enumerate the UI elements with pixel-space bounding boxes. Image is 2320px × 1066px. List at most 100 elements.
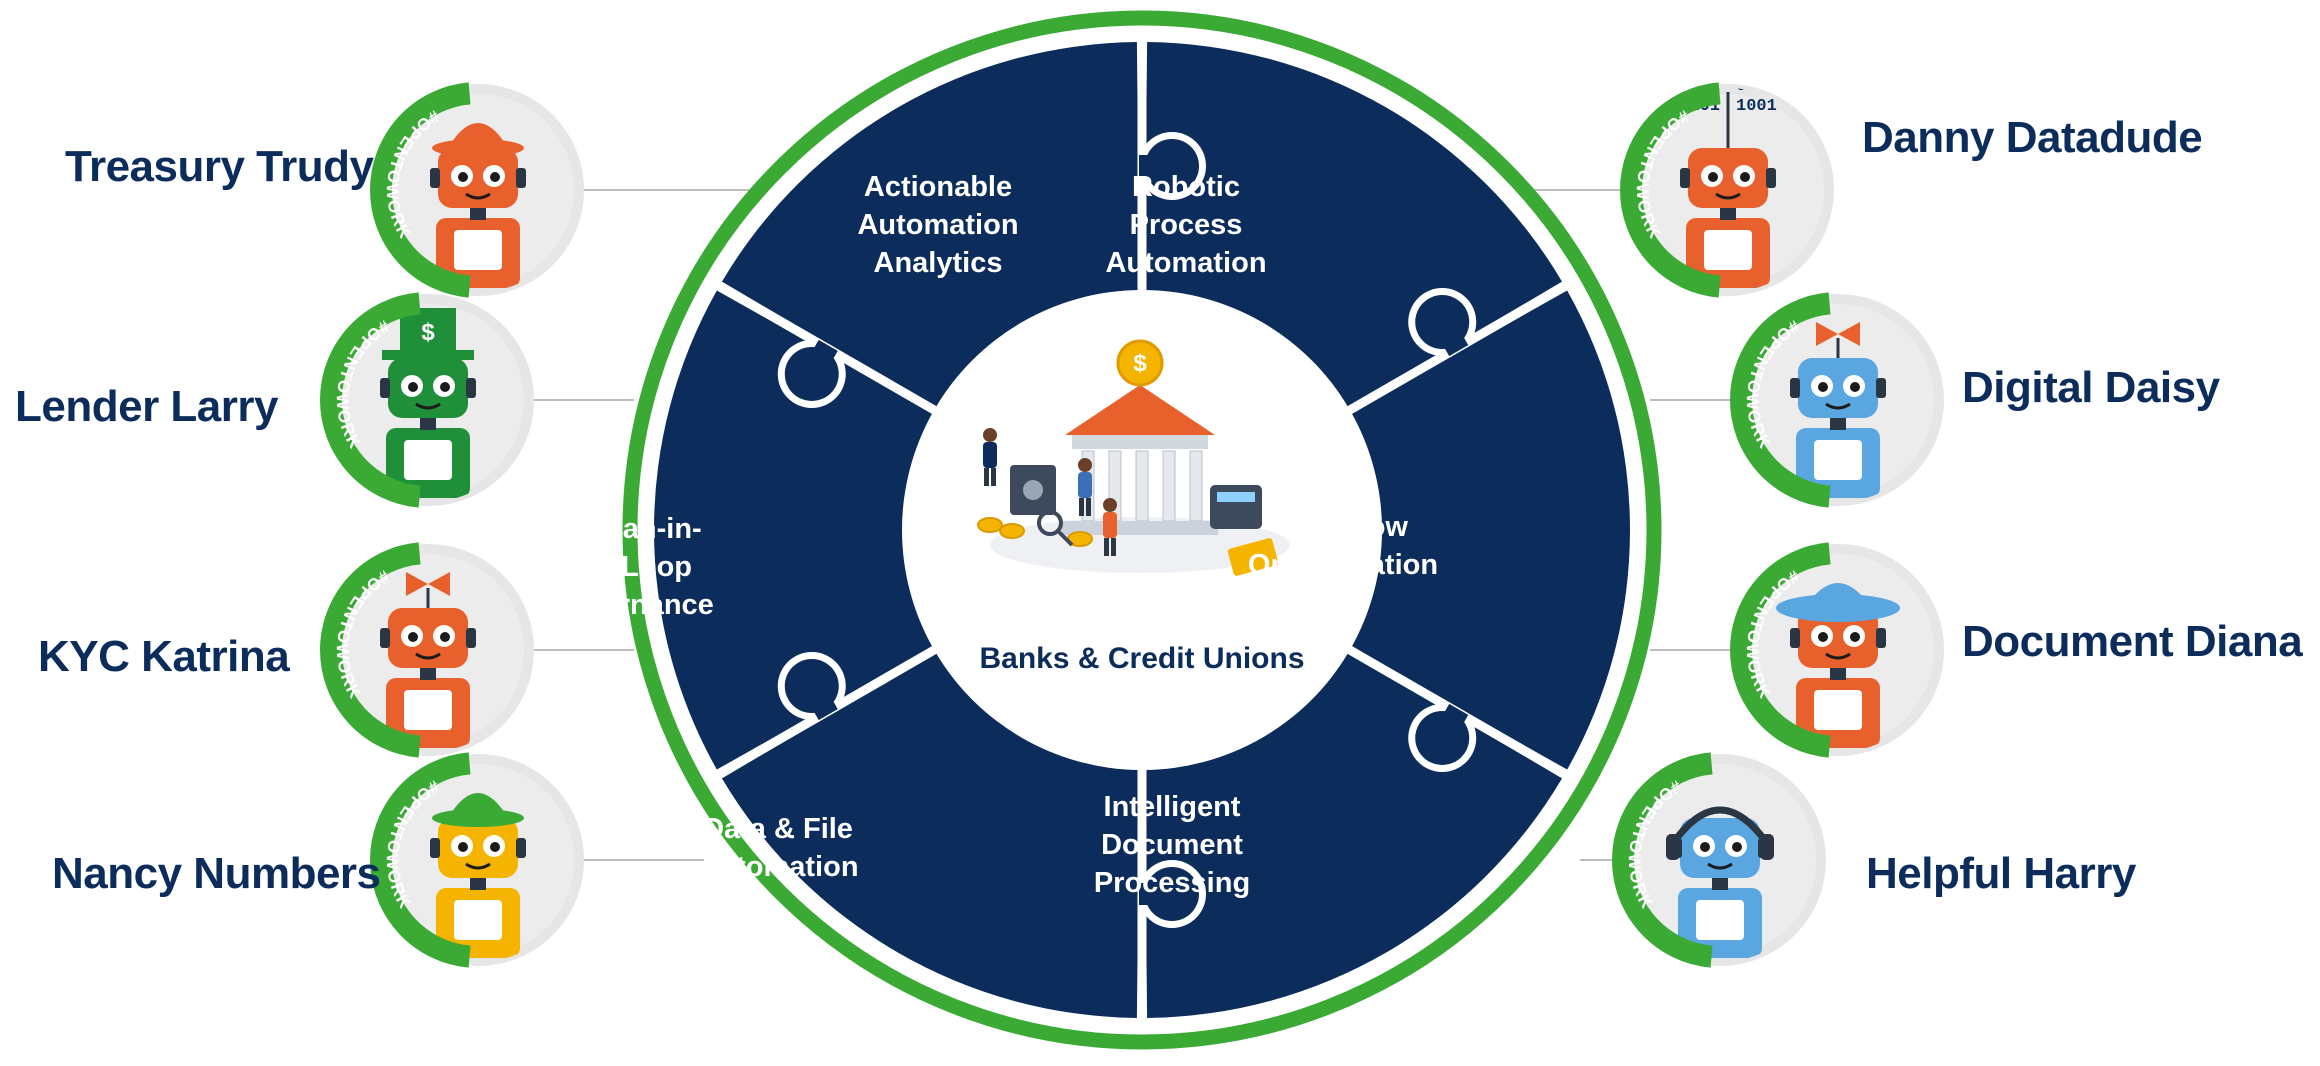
robot-ear — [1790, 378, 1800, 398]
segment-workflow-orchestration — [721, 652, 1140, 1018]
puzzle-neck — [1438, 703, 1469, 734]
segment-label-workflow-orchestration: Workflow Orchestration — [1247, 511, 1439, 581]
badge-lender-larry: $#OPENTOWORK — [320, 292, 534, 508]
opentowork-arc — [370, 752, 471, 968]
robot-bow-icon — [1816, 322, 1838, 346]
magnifier-handle — [1056, 529, 1074, 547]
puzzle-knob — [1145, 139, 1199, 193]
robot-neck — [470, 206, 486, 220]
persona-name-danny-datadude: Danny Datadude — [1862, 113, 2203, 162]
headset-earcup — [1666, 834, 1680, 860]
robot-sunhat-icon — [1806, 583, 1870, 606]
robot-bow-icon — [406, 572, 428, 596]
person-body-icon — [1078, 472, 1092, 498]
terminal-screen — [1217, 492, 1255, 502]
segment-data-file-automation — [721, 42, 1140, 408]
bank-entablature — [1072, 435, 1208, 449]
robot-neck — [1830, 666, 1846, 680]
robot-pupil — [440, 382, 450, 392]
segment-intelligent-document-processing — [654, 290, 933, 770]
person-leg — [991, 468, 996, 486]
robot-pupil — [1818, 632, 1828, 642]
segment-label-robotic-process-automation: Robotic Process Automation — [1105, 171, 1267, 279]
puzzle-neck — [807, 339, 838, 370]
robot-hat-brim — [382, 350, 474, 360]
robot-pupil — [458, 842, 468, 852]
segment-label-data-file-automation: Data & File Automation — [697, 813, 859, 883]
robot-chest-panel — [454, 900, 502, 940]
robot-pupil — [408, 632, 418, 642]
robot-ear — [516, 838, 526, 858]
robot-pupil — [1850, 632, 1860, 642]
hub-label: Banks & Credit Unions — [979, 642, 1305, 675]
robot-ear — [1680, 168, 1690, 188]
person-leg — [1079, 498, 1084, 516]
robot-document-diana-icon — [1776, 583, 1900, 748]
coin-icon — [977, 517, 1003, 533]
puzzle-segments — [654, 40, 1630, 1020]
person-head-icon — [1103, 498, 1117, 512]
robot-ear — [1876, 628, 1886, 648]
person-leg — [1111, 538, 1116, 556]
persona-name-document-diana: Document Diana — [1962, 617, 2303, 666]
robot-hat-icon — [448, 793, 508, 818]
bank-base — [1062, 521, 1218, 535]
badge-treasury-trudy: #OPENTOWORK — [370, 82, 584, 298]
robot-neck — [420, 416, 436, 430]
persona-name-nancy-numbers: Nancy Numbers — [52, 849, 381, 898]
robot-ear — [430, 168, 440, 188]
badge-digital-daisy: #OPENTOWORK — [1730, 292, 1944, 508]
robot-pupil — [490, 842, 500, 852]
badge-helpful-harry: #OPENTOWORK — [1612, 752, 1826, 968]
opentowork-arc — [1730, 292, 1831, 508]
robot-pupil — [1818, 382, 1828, 392]
robot-head — [1688, 148, 1768, 208]
persona-name-kyc-katrina: KYC Katrina — [38, 632, 290, 681]
dollar-sign-icon: $ — [421, 319, 435, 346]
robot-mouth — [1707, 862, 1733, 870]
robot-neck — [470, 876, 486, 890]
robot-chest-panel — [1704, 230, 1752, 270]
robot-neck — [1830, 416, 1846, 430]
robot-chest-panel — [404, 440, 452, 480]
magnifier-icon — [1037, 510, 1063, 536]
robot-pupil — [490, 172, 500, 182]
robot-head — [1680, 818, 1760, 878]
headset-earcup — [1760, 834, 1774, 860]
robot-ear — [430, 838, 440, 858]
binary-code-text: 1001 — [1736, 97, 1777, 116]
robot-chest-panel — [454, 230, 502, 270]
robot-ear — [1790, 628, 1800, 648]
robot-chest-panel — [1814, 440, 1862, 480]
robot-pupil — [1700, 842, 1710, 852]
robot-head — [1798, 358, 1878, 418]
robot-head — [438, 818, 518, 878]
robot-lender-larry-icon: $ — [380, 308, 476, 498]
robot-sunhat-brim — [1776, 594, 1900, 622]
opentowork-arc — [1612, 752, 1713, 968]
person-body-icon — [983, 442, 997, 468]
robot-ear — [1876, 378, 1886, 398]
robot-ear — [466, 378, 476, 398]
robot-chest-panel — [404, 690, 452, 730]
robot-ear — [466, 628, 476, 648]
bank-roof-icon — [1065, 385, 1215, 435]
bank-column — [1135, 450, 1149, 522]
robot-pupil — [458, 172, 468, 182]
robot-pupil — [408, 382, 418, 392]
badge-nancy-numbers: #OPENTOWORK — [370, 752, 584, 968]
robot-mouth — [415, 652, 441, 660]
robot-mouth — [1715, 192, 1741, 200]
robot-neck — [420, 666, 436, 680]
robot-treasury-trudy-icon — [430, 123, 526, 288]
connector-lines — [534, 189, 1732, 861]
robot-digital-daisy-icon — [1790, 322, 1886, 498]
opentowork-arc — [370, 82, 471, 298]
robot-ear — [380, 378, 390, 398]
opentowork-arc — [320, 292, 421, 508]
robot-mouth — [465, 862, 491, 870]
opentowork-arc — [1620, 82, 1721, 298]
persona-name-helpful-harry: Helpful Harry — [1866, 849, 2136, 898]
segment-label-actionable-automation-analytics: Actionable Automation Analytics — [857, 171, 1019, 279]
